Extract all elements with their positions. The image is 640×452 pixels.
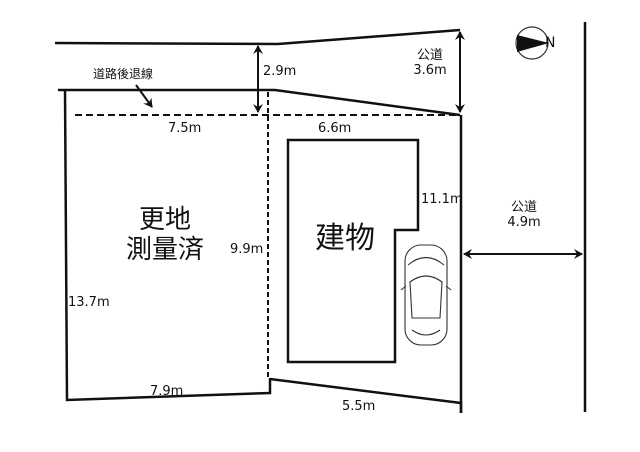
- right-lot-bottom-dimension: 5.5m: [342, 399, 376, 414]
- north-compass-icon: [515, 26, 549, 60]
- top-road-width: 3.6m: [413, 63, 447, 78]
- top-road-edge: [54, 28, 461, 46]
- top-road-label: 公道 3.6m: [408, 48, 452, 78]
- right-lot-right-dimension: 11.1m: [421, 192, 463, 207]
- left-lot-right-dimension: 9.9m: [230, 242, 264, 257]
- right-lot-top-dimension: 6.6m: [318, 121, 352, 136]
- car-icon: [400, 244, 452, 346]
- left-lot-boundary: [63, 89, 272, 402]
- surveyed-label: 測量済: [125, 235, 204, 265]
- building-outline: [286, 138, 420, 364]
- setback-label: 道路後退線: [93, 67, 154, 81]
- setback-leader-arrow: [135, 84, 153, 108]
- left-lot-left-dimension: 13.7m: [68, 295, 110, 310]
- setback-depth-label: 2.9m: [263, 64, 297, 79]
- vacant-land-label: 更地: [138, 205, 191, 235]
- east-road-label: 公道 4.9m: [500, 200, 548, 230]
- top-road-name: 公道: [416, 48, 443, 63]
- building-label: 建物: [315, 221, 375, 256]
- left-lot-bottom-dimension: 7.9m: [150, 384, 184, 399]
- left-lot-top-dimension: 7.5m: [168, 121, 202, 136]
- north-label: N: [545, 35, 556, 51]
- east-road-width: 4.9m: [507, 215, 541, 230]
- east-road-name: 公道: [510, 200, 537, 215]
- left-lot-status: 更地 測量済: [110, 205, 220, 265]
- lot-top-boundary: [58, 88, 461, 117]
